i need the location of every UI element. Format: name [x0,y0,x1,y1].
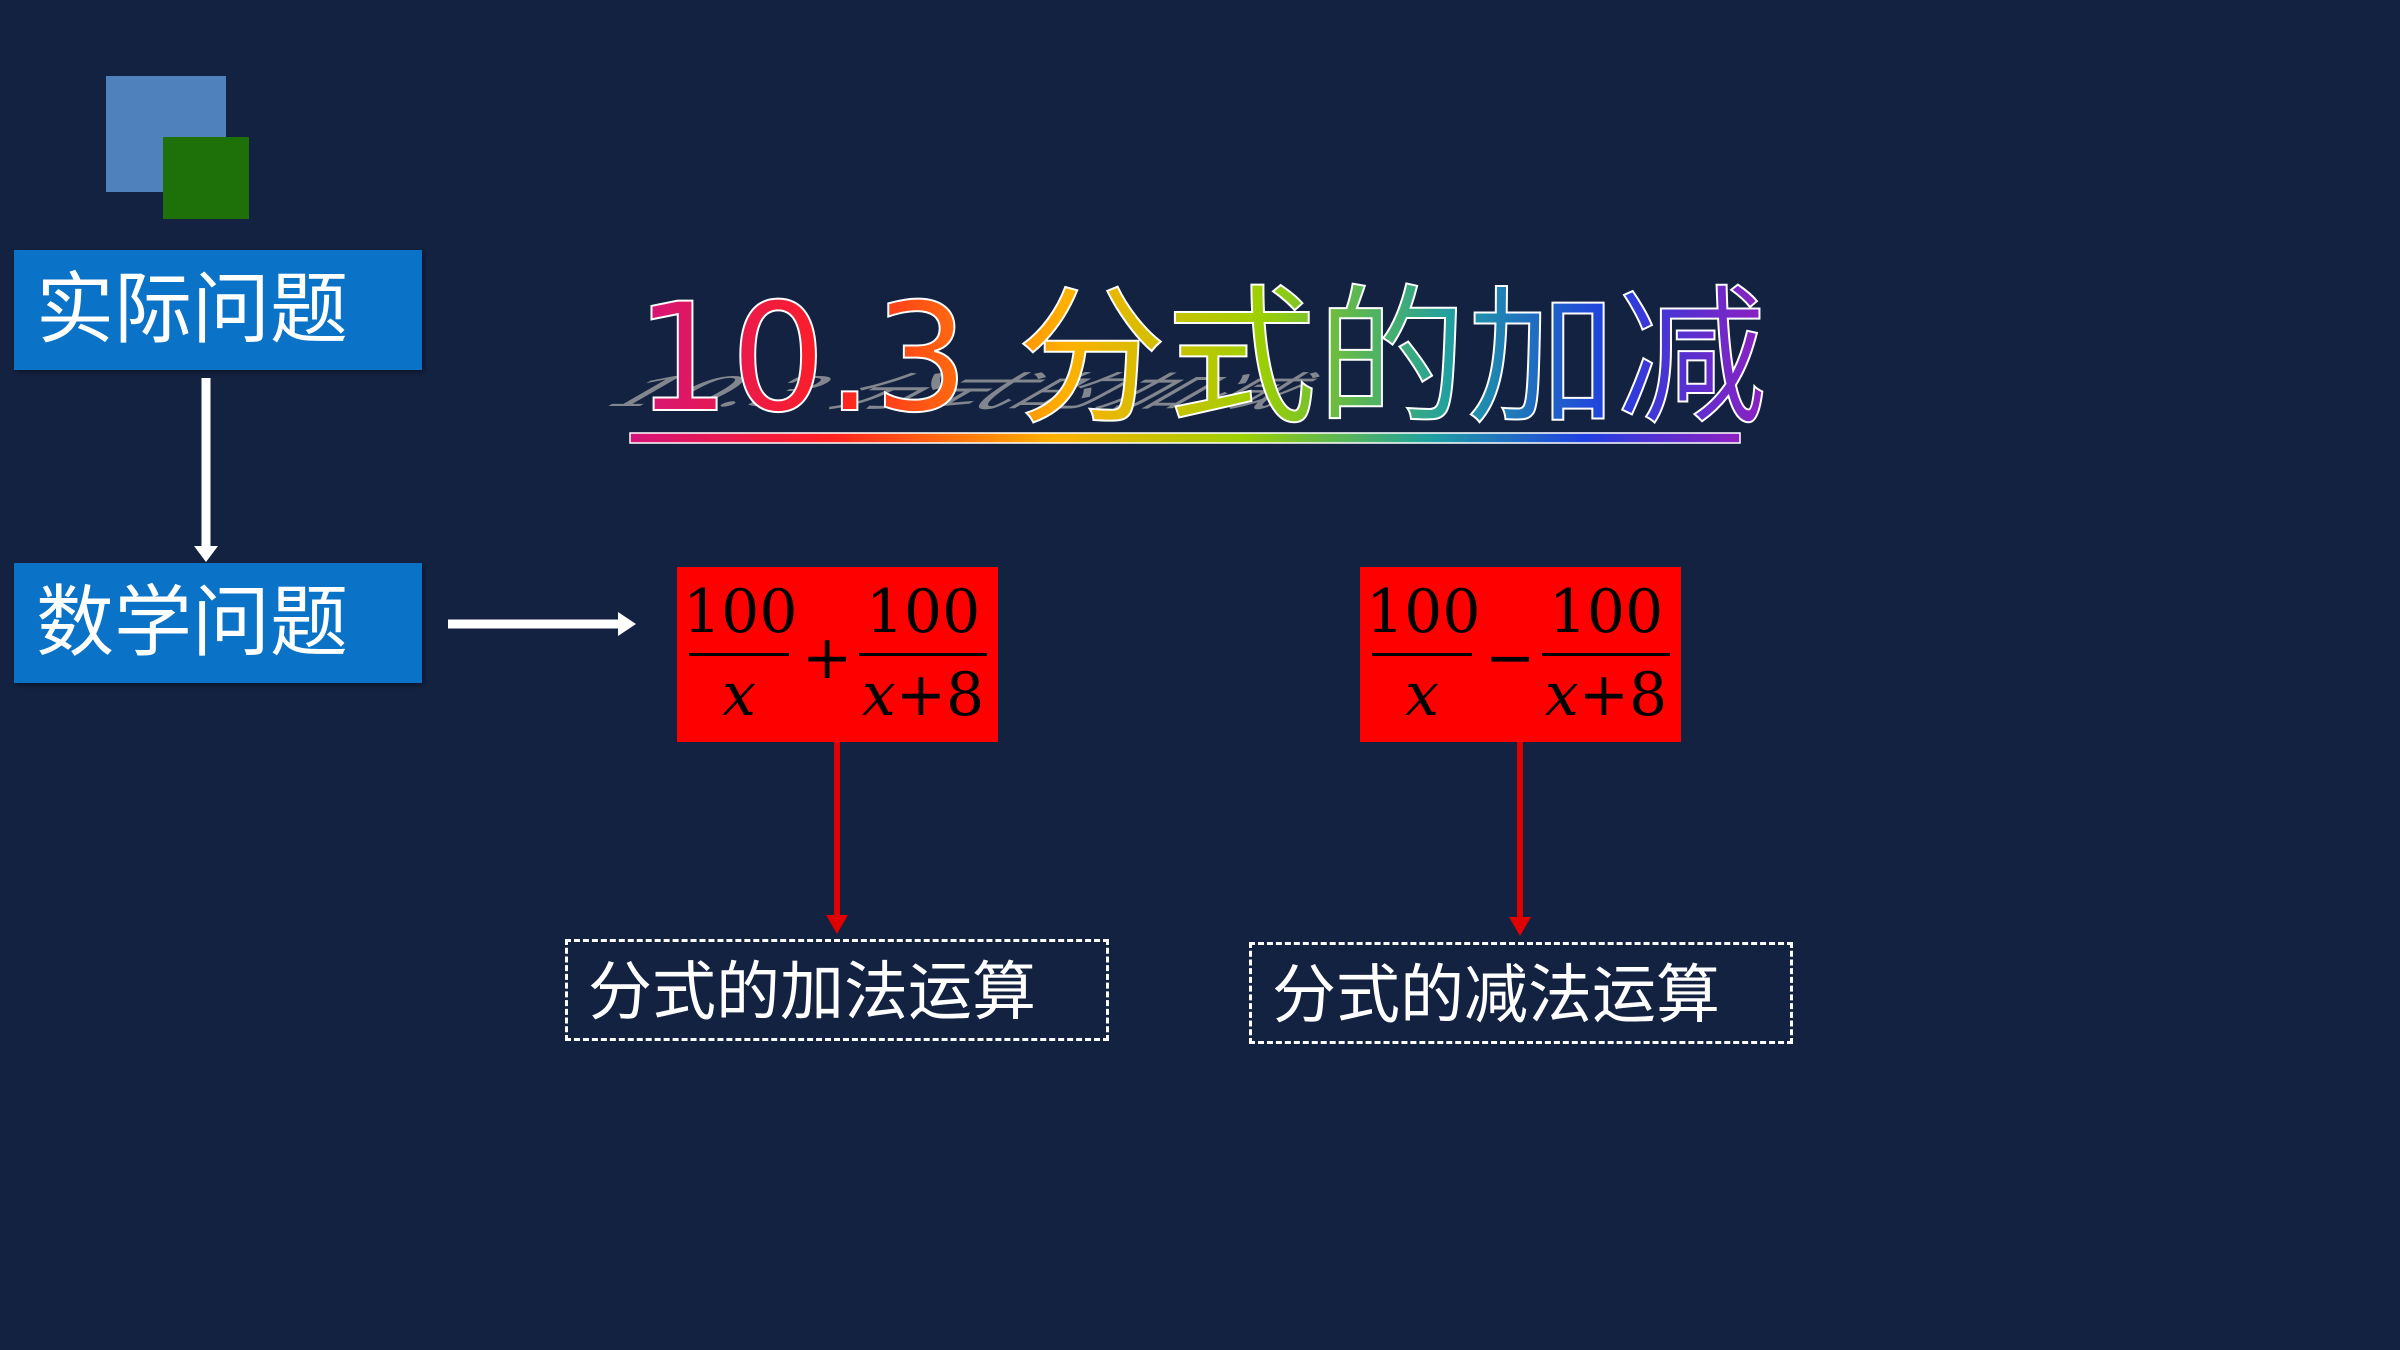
math-problem-label: 数学问题 [14,563,422,683]
down-arrow-icon [194,378,218,562]
addition-left-fraction: 100 x [683,567,798,734]
title-text: 10.3 分式的加减 [635,272,1767,446]
subtraction-down-arrow-icon [1509,742,1531,936]
fraction-bar [689,653,789,656]
subtraction-expression-box: 100 x − 100 x+8 [1360,567,1681,742]
fraction-numerator: 100 [1366,577,1481,647]
minus-operator: − [1485,623,1536,693]
subtraction-right-fraction: 100 x+8 [1536,567,1676,734]
plus-operator: + [802,623,853,693]
denominator-constant: +8 [895,660,985,730]
denominator-variable: x [861,660,896,730]
addition-operation-label: 分式的加法运算 [565,939,1109,1041]
denominator-variable: x [1544,660,1579,730]
title-shadow: 10.3 分式的加减 [578,369,1338,416]
fraction-denominator: x [722,660,756,730]
fraction-bar [859,653,987,656]
slide-title: 10.3 分式的加减 10.3 分式的加减 [578,215,1767,455]
fraction-numerator: 100 [865,577,981,647]
fraction-denominator: x+8 [853,656,993,734]
addition-right-fraction: 100 x+8 [853,567,993,734]
addition-down-arrow-icon [826,742,848,934]
decorative-green-square [163,137,249,219]
fraction-numerator: 100 [683,577,798,647]
fraction-denominator: x [1405,660,1439,730]
right-arrow-icon [448,612,636,636]
denominator-constant: +8 [1578,660,1668,730]
title-underline [629,432,1741,444]
fraction-numerator: 100 [1548,577,1664,647]
fraction-bar [1372,653,1472,656]
fraction-bar [1542,653,1670,656]
actual-problem-label: 实际问题 [14,250,422,370]
subtraction-operation-label: 分式的减法运算 [1249,942,1793,1044]
addition-expression-box: 100 x + 100 x+8 [677,567,998,742]
subtraction-left-fraction: 100 x [1366,567,1481,734]
fraction-denominator: x+8 [1536,656,1676,734]
